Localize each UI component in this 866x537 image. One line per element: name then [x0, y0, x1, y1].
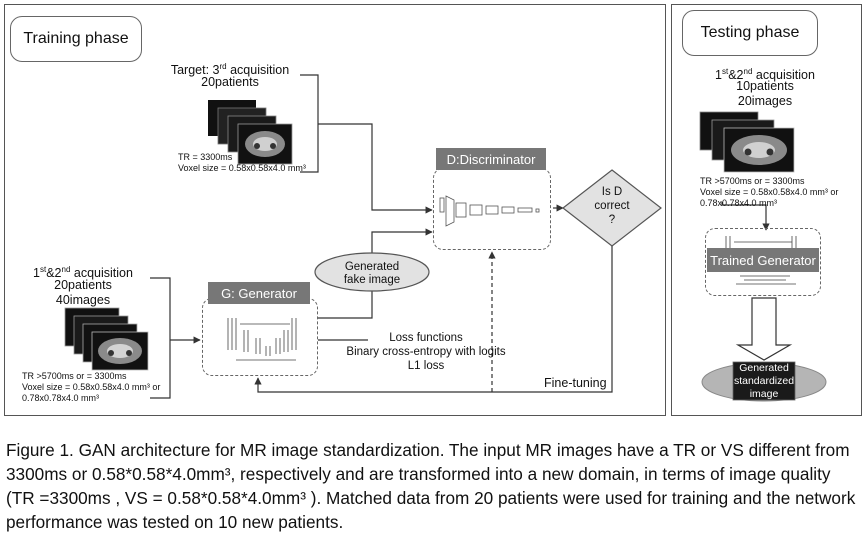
figure-caption: Figure 1. GAN architecture for MR image … [6, 440, 856, 532]
loss-line-2: Binary cross-entropy with logits [346, 346, 506, 358]
testing-voxel-1: Voxel size = 0.58x0.58x4.0 mm³ or [700, 187, 839, 197]
generator-title: G: Generator [208, 282, 310, 304]
testing-acquisition-label: 1st&2nd acquisition [715, 67, 815, 83]
training-phase-title: Training phase [10, 16, 142, 62]
generated-fake-image-ellipse [314, 252, 430, 292]
target-patients: 20patients [201, 75, 259, 89]
input-patients: 20patients [54, 278, 112, 292]
discriminator-title: D:Discriminator [436, 148, 546, 170]
output-line-2: standardized [733, 375, 795, 387]
decision-text-3: ? [608, 214, 616, 226]
input-images: 40images [55, 293, 111, 307]
target-voxel: Voxel size = 0.58x0.58x4.0 mm³ [178, 163, 306, 173]
decision-text-1: Is D [601, 186, 623, 198]
generator-unet-icon [227, 318, 297, 361]
target-label: Target: 3rd acquisition [170, 62, 290, 78]
generated-fake-image-line1: Generated [344, 261, 400, 273]
trained-generator-title: Trained Generator [707, 248, 819, 272]
loss-line-3: L1 loss [407, 360, 445, 372]
output-line-1: Generated [739, 362, 789, 374]
testing-images: 20images [737, 94, 793, 108]
fine-tuning-label: Fine-tuning [544, 376, 607, 390]
down-arrow-icon [735, 297, 793, 361]
target-tr: TR = 3300ms [178, 152, 233, 162]
input-voxel-2: 0.78x0.78x4.0 mm³ [22, 393, 100, 403]
decision-text-2: correct [594, 200, 630, 212]
input-tr: TR >5700ms or = 3300ms [22, 371, 127, 381]
input-voxel-1: Voxel size = 0.58x0.58x4.0 mm³ or [22, 382, 161, 392]
discriminator-box [433, 168, 551, 250]
testing-tr: TR >5700ms or = 3300ms [700, 176, 805, 186]
input-acquisition-label: 1st&2nd acquisition [33, 265, 133, 281]
loss-line-1: Loss functions [389, 332, 463, 344]
testing-mr-stack [699, 111, 795, 173]
discriminator-network-icon [439, 195, 540, 227]
generated-fake-image-line2: fake image [343, 274, 401, 286]
testing-phase-title: Testing phase [682, 10, 818, 56]
target-mr-stack [208, 100, 293, 165]
generator-box [202, 298, 318, 376]
input-mr-stack [64, 307, 149, 371]
testing-patients: 10patients [736, 79, 794, 93]
testing-voxel-2: 0.78x0.78x4.0 mm³ [700, 198, 778, 208]
trained-generator-box [705, 228, 821, 296]
output-image [732, 361, 796, 401]
output-line-3: image [749, 388, 779, 400]
